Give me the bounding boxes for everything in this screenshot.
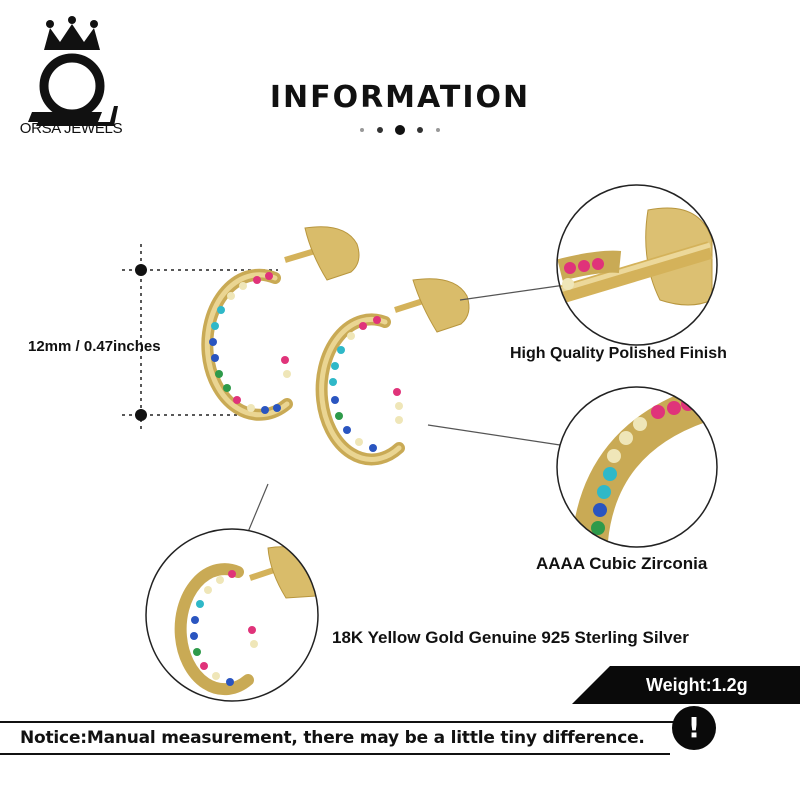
zoom-hoop (145, 528, 319, 702)
weight-label: Weight:1.2g (646, 675, 748, 695)
notice-top-rule (0, 721, 710, 723)
measurement-guide (122, 244, 278, 432)
earring-back (315, 278, 470, 466)
page-title: INFORMATION (269, 80, 531, 115)
brand-logo (28, 16, 118, 126)
stone-label: AAAA Cubic Zirconia (536, 554, 708, 573)
notice-bottom-rule (0, 753, 670, 755)
crown-icon (44, 16, 100, 50)
title-dots-divider (360, 125, 440, 135)
warning-icon: ! (672, 706, 716, 750)
notice-text: Notice:Manual measurement, there may be … (20, 728, 645, 748)
earring-front (201, 226, 360, 421)
material-label: 18K Yellow Gold Genuine 925 Sterling Sil… (332, 628, 689, 647)
finish-label: High Quality Polished Finish (510, 345, 727, 362)
weight-banner (572, 666, 800, 704)
brand-name: ORSA JEWELS (19, 120, 123, 137)
zoom-stones (556, 386, 718, 548)
size-label: 12mm / 0.47inches (28, 338, 161, 355)
zoom-finish (556, 184, 718, 346)
